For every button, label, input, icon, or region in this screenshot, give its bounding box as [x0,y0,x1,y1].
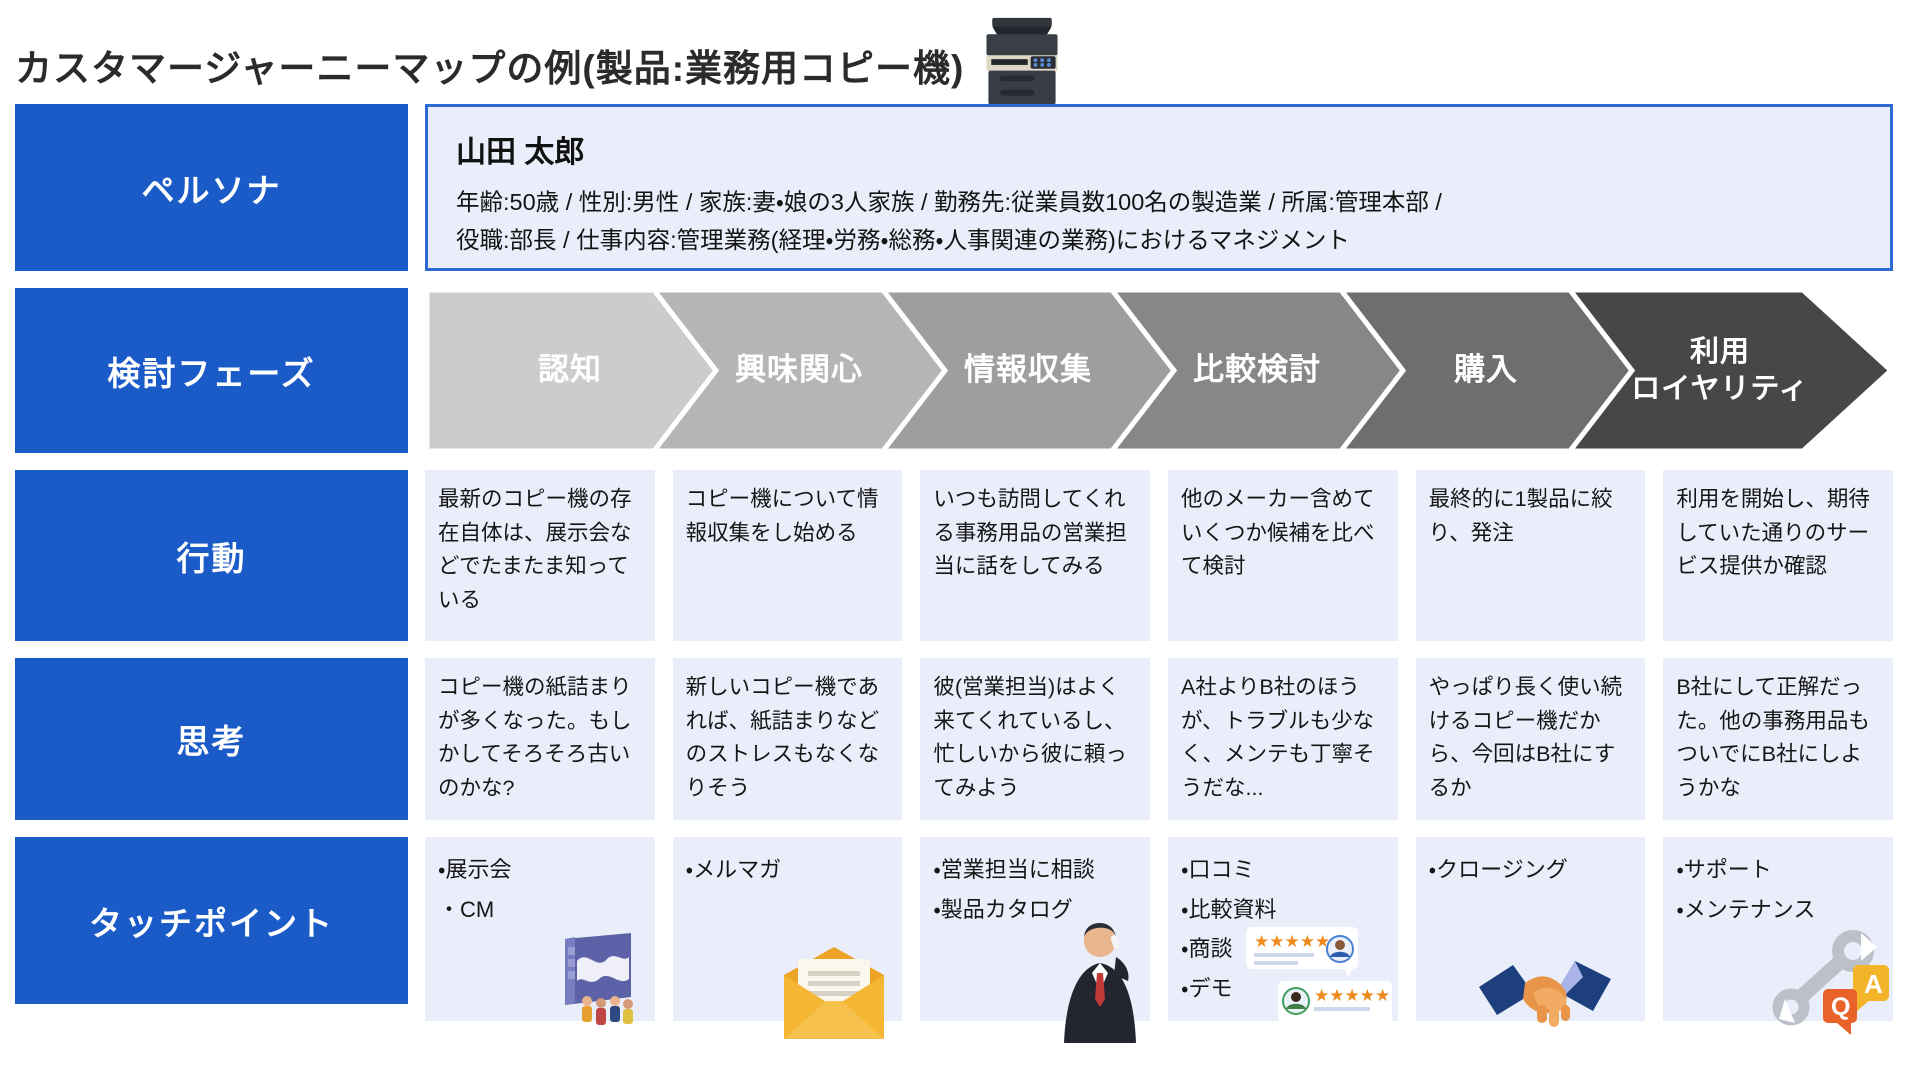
page-title: カスタマージャーニーマップの例(製品:業務用コピー機) [15,48,965,89]
exhibition-booth-icon [535,927,653,1050]
touchpoint-item: ・クロージング [1428,857,1568,882]
svg-text:Q: Q [1831,993,1850,1021]
svg-text:A: A [1864,969,1883,999]
touchpoint-cell: ・クロージング [1415,837,1646,1027]
touchpoint-cell: ・営業担当に相談 ・製品カタログ [920,837,1150,1043]
touchpoint-item: ・営業担当に相談 [933,857,1095,882]
phase-label-awareness: 認知 [538,352,602,388]
touchpoint-item: ・商談 [1181,936,1233,962]
row-label-thinking: 思考 [15,658,408,820]
touchpoint-item: ・デモ [1181,975,1233,1001]
behavior-cell: 最新のコピー機の存在自体は、展示会などでたまたま知っている [425,470,655,641]
persona-desc-line2: 役職:部長 / 仕事内容:管理業務(経理・労務・総務・人事関連の業務)におけるマ… [456,227,1350,254]
thinking-cell: B社にして正解だった。他の事務用品もついでにB社にしようかな [1663,658,1893,820]
touchpoint-cell: ・メルマガ [672,837,903,1039]
phone-salesman-icon [1052,915,1144,1054]
touchpoint-item: ・サポート [1676,857,1772,882]
touchpoint-item: ・比較資料 [1181,896,1277,922]
persona-name: 山田 太郎 [456,136,585,169]
behavior-cell: いつも訪問してくれる事務用品の営業担当に話をしてみる [920,470,1150,641]
phase-label-loyalty: 利用 ロイヤリティ [1631,336,1809,405]
phase-chevron-6 [1565,288,1893,453]
touchpoint-item: ・CM [438,896,495,922]
thinking-cell: コピー機の紙詰まりが多くなった。もしかしてそろそろ古いのかな? [425,658,655,820]
email-icon [782,945,886,1052]
phase-arrow-strip: 認知 興味関心 情報収集 比較検討 購入 利用 ロイヤリティ [425,288,1893,453]
behavior-cell: 利用を開始し、期待していた通りのサービス提供か確認 [1663,470,1893,641]
touchpoint-list: ・クロージング [1429,850,1633,890]
phase-label-interest: 興味関心 [735,352,863,388]
touchpoint-list: ・メルマガ [686,850,890,890]
persona-card: 山田 太郎 年齢:50歳 / 性別:男性 / 家族:妻・娘の3人家族 / 勤務先… [425,104,1893,271]
phase-chevrons [425,288,1893,453]
touchpoint-cell: ・サポート ・メンテナンス A [1663,837,1893,1035]
thinking-cell: やっぱり長く使い続けるコピー機だから、今回はB社にするか [1415,658,1646,820]
touchpoint-cell: ・口コミ ・比較資料 ・商談 ・デモ ★★★★★ [1168,837,1398,1023]
touchpoint-list: ・営業担当に相談 ・製品カタログ [933,850,1137,929]
touchpoint-item: ・口コミ [1181,857,1255,882]
touchpoint-cell: ・展示会 ・CM [425,837,655,1025]
journey-grid: ペルソナ 山田 太郎 年齢:50歳 / 性別:男性 / 家族:妻・娘の3人家族 … [15,104,1920,1043]
touchpoint-item: ・メンテナンス [1676,896,1816,922]
touchpoint-list: ・展示会 ・CM [438,850,642,929]
row-label-behavior: 行動 [15,470,408,641]
behavior-row: 最新のコピー機の存在自体は、展示会などでたまたま知っている コピー機について情報… [425,470,1893,641]
touchpoints-row: ・展示会 ・CM [425,837,1893,1043]
persona-description: 年齢:50歳 / 性別:男性 / 家族:妻・娘の3人家族 / 勤務先:従業員数1… [456,183,1862,259]
row-label-phases: 検討フェーズ [15,288,408,453]
phase-label-comparison: 比較検討 [1193,352,1321,388]
behavior-cell: コピー機について情報収集をし始める [672,470,903,641]
behavior-cell: 他のメーカー含めていくつか候補を比べて検討 [1168,470,1398,641]
thinking-row: コピー機の紙詰まりが多くなった。もしかしてそろそろ古いのかな? 新しいコピー機で… [425,658,1893,820]
thinking-cell: 新しいコピー機であれば、紙詰まりなどのストレスもなくなりそう [672,658,903,820]
thinking-cell: A社よりB社のほうが、トラブルも少なく、メンテも丁寧そうだな... [1168,658,1398,820]
support-qa-icon: A Q [1765,927,1891,1048]
thinking-cell: 彼(営業担当)はよく来てくれているし、忙しいから彼に頼ってみよう [920,658,1150,820]
phase-label-research: 情報収集 [964,352,1092,388]
handshake-icon [1479,949,1612,1052]
touchpoint-list: ・サポート ・メンテナンス [1676,850,1880,929]
header: カスタマージャーニーマップの例(製品:業務用コピー機) [0,0,1920,109]
persona-desc-line1: 年齢:50歳 / 性別:男性 / 家族:妻・娘の3人家族 / 勤務先:従業員数1… [456,189,1442,215]
touchpoint-list: ・口コミ ・比較資料 ・商談 ・デモ [1181,850,1385,1008]
touchpoint-item: ・展示会 [438,857,512,882]
touchpoint-item: ・メルマガ [685,857,782,882]
touchpoint-item: ・製品カタログ [933,896,1073,922]
phase-label-purchase: 購入 [1454,352,1518,388]
row-label-persona: ペルソナ [15,104,408,271]
copier-icon [978,15,1066,116]
row-label-touchpoints: タッチポイント [15,837,408,1004]
behavior-cell: 最終的に1製品に絞り、発注 [1415,470,1646,641]
